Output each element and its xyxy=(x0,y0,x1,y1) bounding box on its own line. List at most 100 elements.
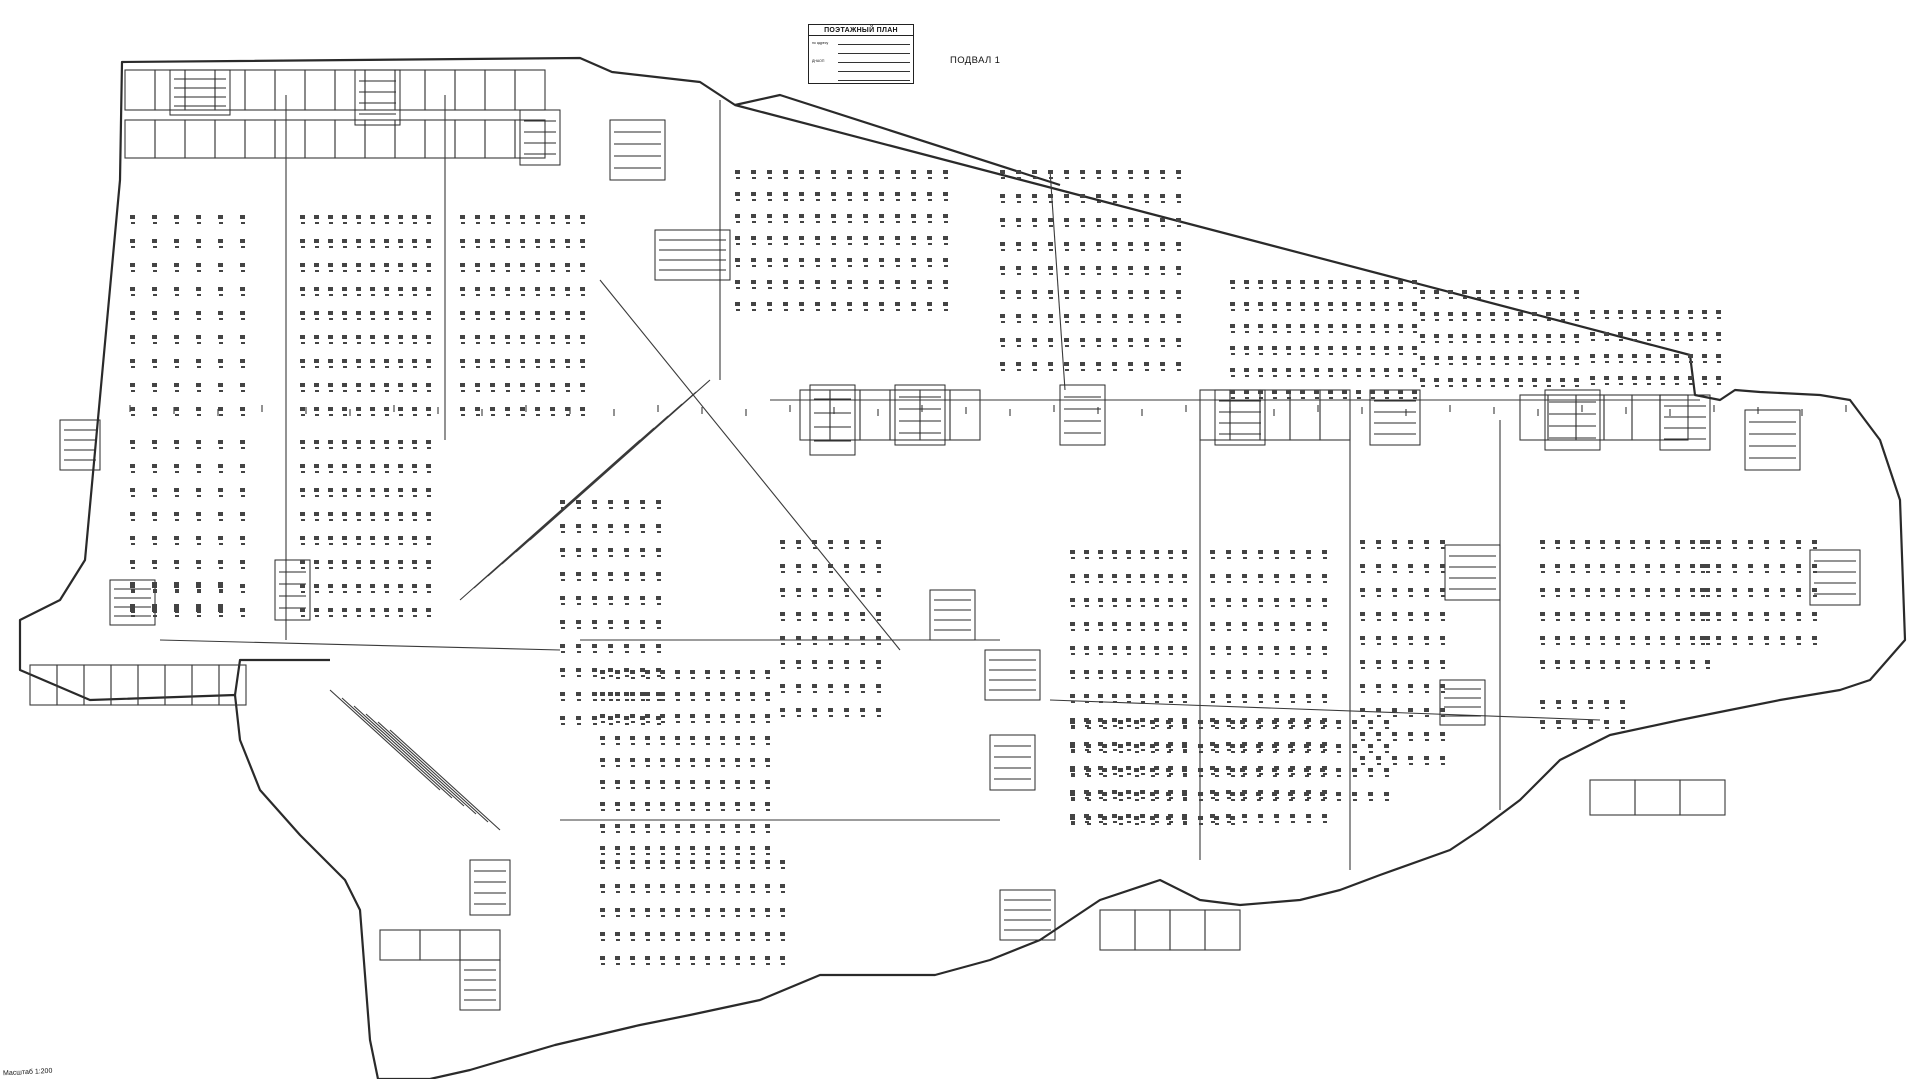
parking-space-area xyxy=(1357,397,1361,399)
parking-space-number xyxy=(1000,242,1005,246)
parking-space-area xyxy=(706,765,710,767)
parking-space-number xyxy=(863,170,868,174)
parking-space-number xyxy=(550,287,555,291)
parking-space-number xyxy=(1084,670,1089,674)
parking-space-area xyxy=(706,891,710,893)
parking-space-number xyxy=(240,560,245,564)
parking-space-number xyxy=(1532,378,1537,382)
parking-space-area xyxy=(676,939,680,941)
parking-space-number xyxy=(174,335,179,339)
parking-space-area xyxy=(219,390,223,392)
parking-space-number xyxy=(240,512,245,516)
parking-space-number xyxy=(1102,720,1107,724)
service-room xyxy=(1204,909,1241,951)
parking-space-number xyxy=(1168,598,1173,602)
parking-space-number xyxy=(356,239,361,243)
parking-space-area xyxy=(1033,369,1037,371)
parking-space-area xyxy=(736,177,740,179)
parking-space-area xyxy=(1113,201,1117,203)
parking-space-number xyxy=(1615,540,1620,544)
parking-space-number xyxy=(943,236,948,240)
parking-space-number xyxy=(1376,708,1381,712)
parking-space-area xyxy=(1589,707,1593,709)
parking-space-area xyxy=(845,547,849,549)
parking-space-area xyxy=(1315,287,1319,289)
parking-space-number xyxy=(1182,574,1187,578)
title-block-heading: ПОЭТАЖНЫЙ ПЛАН xyxy=(809,25,913,36)
parking-space-area xyxy=(1556,667,1560,669)
parking-space-number xyxy=(1555,612,1560,616)
service-room xyxy=(1519,394,1549,441)
parking-space-area xyxy=(1071,557,1075,559)
parking-space-area xyxy=(175,591,179,593)
parking-space-number xyxy=(1230,768,1235,772)
parking-space-area xyxy=(241,567,245,569)
parking-space-area xyxy=(1135,727,1139,729)
parking-space-number xyxy=(1000,194,1005,198)
parking-space-area xyxy=(1409,595,1413,597)
parking-space-area xyxy=(1703,317,1707,319)
parking-space-number xyxy=(1518,312,1523,316)
parking-space-area xyxy=(1477,341,1481,343)
parking-space-area xyxy=(1321,727,1325,729)
parking-space-area xyxy=(197,318,201,320)
parking-space-number xyxy=(675,884,680,888)
parking-space-area xyxy=(896,177,900,179)
parking-space-number xyxy=(630,758,635,762)
parking-space-area xyxy=(427,390,431,392)
parking-space-area xyxy=(1259,677,1263,679)
parking-space-area xyxy=(848,177,852,179)
parking-space-number xyxy=(1630,660,1635,664)
parking-space-area xyxy=(1129,321,1133,323)
parking-space-area xyxy=(329,543,333,545)
parking-space-area xyxy=(1357,309,1361,311)
parking-space-number xyxy=(342,215,347,219)
stair-core xyxy=(1544,389,1601,451)
parking-space-area xyxy=(752,243,756,245)
parking-space-area xyxy=(721,891,725,893)
parking-space-area xyxy=(1275,653,1279,655)
parking-space-area xyxy=(1177,297,1181,299)
parking-space-number xyxy=(1812,636,1817,640)
service-room xyxy=(514,69,546,111)
parking-space-area xyxy=(241,543,245,545)
parking-space-number xyxy=(1198,792,1203,796)
parking-space-area xyxy=(329,270,333,272)
parking-space-area xyxy=(1113,273,1117,275)
parking-space-number xyxy=(1160,218,1165,222)
parking-space-area xyxy=(1421,363,1425,365)
parking-space-area xyxy=(1071,677,1075,679)
parking-space-area xyxy=(1257,751,1261,753)
parking-space-area xyxy=(1519,297,1523,299)
parking-space-area xyxy=(371,567,375,569)
parking-space-number xyxy=(1690,660,1695,664)
parking-space-number xyxy=(384,335,389,339)
parking-space-area xyxy=(829,667,833,669)
parking-space-area xyxy=(631,853,635,855)
parking-space-area xyxy=(175,495,179,497)
parking-space-area xyxy=(1307,725,1311,727)
parking-space-area xyxy=(1151,823,1155,825)
parking-space-number xyxy=(342,311,347,315)
parking-space-area xyxy=(1085,557,1089,559)
parking-space-area xyxy=(1169,629,1173,631)
parking-space-number xyxy=(218,604,223,608)
parking-space-number xyxy=(1462,356,1467,360)
parking-space-area xyxy=(1575,297,1579,299)
parking-space-area xyxy=(385,519,389,521)
service-room xyxy=(454,69,486,111)
parking-space-area xyxy=(1413,331,1417,333)
parking-space-number xyxy=(705,670,710,674)
parking-space-area xyxy=(609,555,613,557)
parking-space-area xyxy=(476,270,480,272)
parking-space-area xyxy=(1556,547,1560,549)
parking-space-number xyxy=(1210,622,1215,626)
parking-space-number xyxy=(1440,588,1445,592)
parking-space-area xyxy=(657,507,661,509)
parking-space-area xyxy=(1145,273,1149,275)
parking-space-area xyxy=(153,519,157,521)
parking-space-area xyxy=(491,246,495,248)
parking-space-number xyxy=(174,512,179,516)
parking-space-area xyxy=(153,447,157,449)
title-block-row-label: ДНАОП xyxy=(812,59,825,63)
